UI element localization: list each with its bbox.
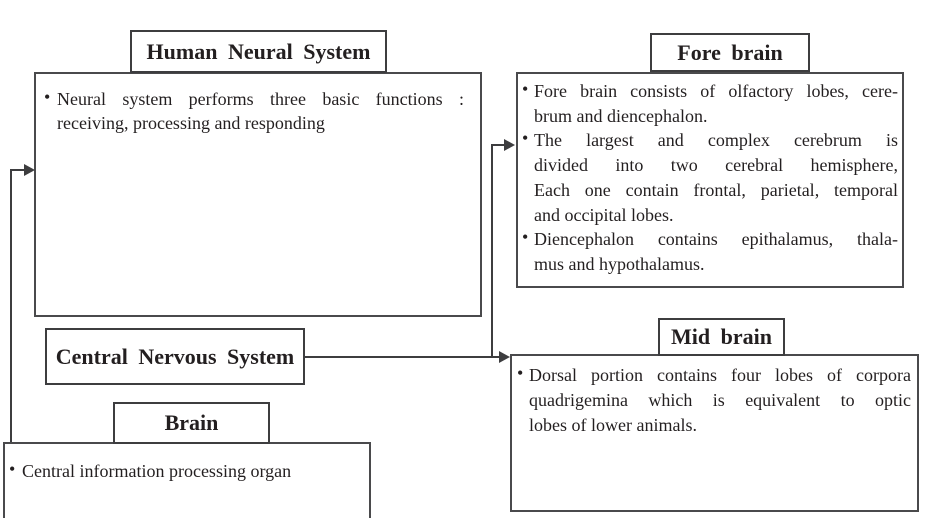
connector-cns-to-midbrain: [305, 356, 501, 358]
connector-brain-to-main-vertical: [10, 169, 12, 442]
arrowhead-into-main-box: [24, 164, 35, 176]
fore-brain-b3-line-2: mus and hypothalamus.: [534, 253, 705, 274]
fore-brain-bullet-3: • Diencephalon contains epithalamus, tha…: [522, 227, 898, 276]
arrowhead-into-midbrain-box: [499, 351, 510, 363]
fore-brain-title-box: Fore brain: [650, 33, 810, 72]
brain-b1-line-1: Central information processing organ: [22, 461, 292, 481]
bullet-dot: •: [517, 363, 524, 383]
mid-brain-title: Mid brain: [671, 324, 772, 349]
neural-functions-line-2: receiving, processing and responding: [57, 113, 325, 133]
mid-brain-title-box: Mid brain: [658, 318, 785, 356]
mid-brain-content-box: • Dorsal portion contains four lobes of …: [510, 354, 919, 512]
fore-brain-b1-line-1: Fore brain consists of olfactory lobes, …: [534, 81, 898, 101]
neural-functions-bullet: • Neural system performs three basic fun…: [44, 87, 464, 135]
mid-brain-bullet-1: • Dorsal portion contains four lobes of …: [517, 363, 911, 438]
human-neural-system-title-box: Human Neural System: [130, 30, 387, 73]
fore-brain-b2-line-2: divided into two cerebral hemisphere,: [534, 155, 898, 176]
connector-branch-to-forebrain-vertical: [491, 144, 493, 358]
central-nervous-system-title: Central Nervous System: [55, 343, 295, 369]
fore-brain-b2-line-1: The largest and complex cerebrum is: [534, 130, 898, 151]
human-neural-system-content-box: • Neural system performs three basic fun…: [34, 72, 482, 317]
brain-title-box: Brain: [113, 402, 270, 444]
connector-brain-to-main-horizontal: [10, 169, 25, 171]
central-nervous-system-box: Central Nervous System: [45, 328, 305, 385]
fore-brain-b2-line-4: and occipital lobes.: [534, 204, 674, 225]
arrowhead-into-forebrain-box: [504, 139, 515, 151]
neural-functions-line-1: Neural system performs three basic funct…: [57, 89, 464, 109]
mid-brain-b1-line-2: quadrigemina which is equivalent to opti…: [529, 390, 911, 410]
mid-brain-b1-line-3: lobes of lower animals.: [529, 415, 697, 435]
fore-brain-b1-line-2: brum and diencephalon.: [534, 105, 708, 126]
brain-content-box: • Central information processing organ: [3, 442, 371, 518]
fore-brain-bullet-1: • Fore brain consists of olfactory lobes…: [522, 79, 898, 128]
bullet-dot: •: [522, 128, 529, 149]
bullet-dot: •: [522, 79, 529, 99]
fore-brain-bullet-2: • The largest and complex cerebrum is di…: [522, 128, 898, 227]
fore-brain-b2-line-3: Each one contain frontal, parietal, temp…: [534, 179, 898, 200]
connector-branch-to-forebrain-horizontal: [491, 144, 505, 146]
fore-brain-content-box: • Fore brain consists of olfactory lobes…: [516, 72, 904, 288]
bullet-dot: •: [9, 459, 16, 479]
fore-brain-b3-line-1: Diencephalon contains epithalamus, thala…: [534, 229, 898, 250]
fore-brain-title: Fore brain: [677, 39, 783, 65]
bullet-dot: •: [522, 227, 529, 248]
human-neural-system-title: Human Neural System: [146, 38, 371, 64]
brain-title: Brain: [164, 410, 219, 435]
mid-brain-b1-line-1: Dorsal portion contains four lobes of co…: [529, 365, 911, 385]
bullet-dot: •: [44, 87, 51, 107]
brain-bullet-1: • Central information processing organ: [9, 459, 361, 483]
